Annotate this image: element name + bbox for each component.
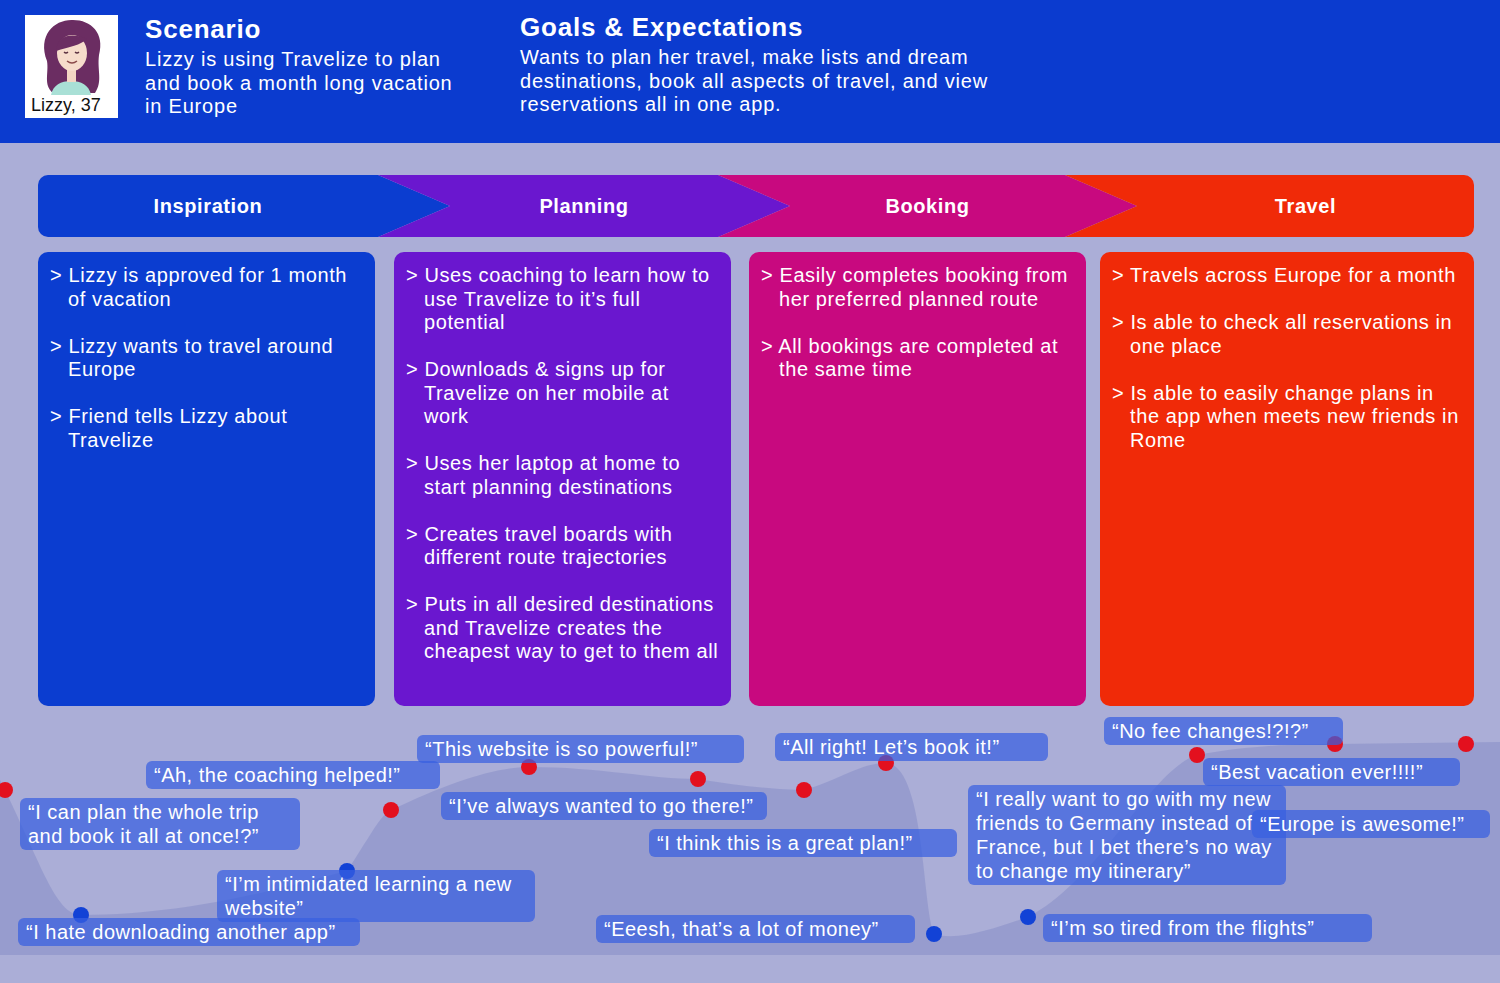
- quote-bubble: “I think this is a great plan!”: [649, 829, 957, 857]
- phase-chevron: Booking: [718, 175, 1137, 237]
- header-text: Lizzy is using Travelize to plan and boo…: [145, 48, 465, 119]
- bullet-text: > Lizzy is approved for 1 month of vacat…: [50, 264, 363, 311]
- bullet-text: > Uses her laptop at home to start plann…: [406, 452, 719, 499]
- bullet-text: > Is able to easily change plans in the …: [1112, 382, 1462, 453]
- chevron-fill: [718, 175, 1137, 237]
- bullet-text: > Easily completes booking from her pref…: [761, 264, 1074, 311]
- header-heading: Scenario: [145, 13, 485, 45]
- positive-dot: [383, 802, 399, 818]
- phase-title: Inspiration: [154, 195, 263, 218]
- phase-detail-box: > Travels across Europe for a month > Is …: [1100, 252, 1474, 706]
- smile: [67, 61, 77, 63]
- bullet-text: > Puts in all desired destinations and T…: [406, 593, 719, 664]
- avatar-illustration: [25, 15, 118, 95]
- bullet-text: > Travels across Europe for a month: [1112, 264, 1462, 288]
- quote-text: “Ah, the coaching helped!”: [154, 763, 432, 787]
- eyes: [64, 52, 79, 53]
- quote-bubble: “I really want to go with my new friends…: [968, 785, 1286, 885]
- phase-detail-box: > Easily completes booking from her pref…: [749, 252, 1086, 706]
- quote-text: “I hate downloading another app”: [26, 920, 352, 944]
- bullet-text: > Is able to check all reservations in o…: [1112, 311, 1462, 358]
- bullet-text: > Downloads & signs up for Travelize on …: [406, 358, 719, 429]
- positive-dot: [796, 782, 812, 798]
- bullet-text: > Creates travel boards with different r…: [406, 523, 719, 570]
- quote-text: “Best vacation ever!!!!”: [1211, 760, 1452, 784]
- bullet-text: > All bookings are completed at the same…: [761, 335, 1074, 382]
- chevron-fill: [1065, 175, 1474, 237]
- quote-bubble: “Best vacation ever!!!!”: [1203, 758, 1460, 786]
- chevron-fill: [38, 175, 450, 237]
- phase-chevron: Inspiration: [38, 175, 450, 237]
- quote-text: “I’m so tired from the flights”: [1051, 916, 1364, 940]
- header-text: Wants to plan her travel, make lists and…: [520, 46, 990, 117]
- quote-bubble: “I’m so tired from the flights”: [1043, 914, 1372, 942]
- quote-bubble: “I’m intimidated learning a new website”: [217, 870, 535, 922]
- emotion-dots: [0, 736, 1474, 942]
- phase-detail-box: > Uses coaching to learn how to use Trav…: [394, 252, 731, 706]
- quote-bubble: “This website is so powerful!”: [417, 735, 744, 763]
- phase-chevron: Planning: [378, 175, 790, 237]
- quote-text: “I’ve always wanted to go there!”: [449, 794, 759, 818]
- quote-text: “This website is so powerful!”: [425, 737, 736, 761]
- quote-text: “All right! Let’s book it!”: [783, 735, 1040, 759]
- quote-bubble: “I hate downloading another app”: [18, 918, 360, 946]
- quote-bubble: “No fee changes!?!?”: [1104, 717, 1343, 745]
- fringe: [56, 35, 87, 51]
- positive-dot: [690, 771, 706, 787]
- quote-bubble: “All right! Let’s book it!”: [775, 733, 1048, 761]
- negative-dot: [926, 926, 942, 942]
- phase-title: Booking: [885, 195, 969, 218]
- quote-text: “I’m intimidated learning a new website”: [225, 872, 527, 920]
- quote-text: “Eeesh, that’s a lot of money”: [604, 917, 907, 941]
- chevron-fill: [378, 175, 790, 237]
- quote-bubble: “I can plan the whole trip and book it a…: [20, 798, 300, 850]
- phase-chevron: Travel: [1065, 175, 1474, 237]
- emotion-curve-area: [0, 742, 1500, 955]
- phase-detail-box: > Lizzy is approved for 1 month of vacat…: [38, 252, 375, 706]
- header-band: [0, 0, 1500, 143]
- phase-title: Planning: [539, 195, 628, 218]
- persona-name: Lizzy, 37: [30, 95, 102, 116]
- quote-text: “No fee changes!?!?”: [1112, 719, 1335, 743]
- quote-bubble: “Europe is awesome!”: [1252, 810, 1490, 838]
- avatar-card: Lizzy, 37: [25, 15, 118, 118]
- quote-text: “I can plan the whole trip and book it a…: [28, 800, 292, 848]
- positive-dot: [0, 782, 13, 798]
- bullet-text: > Uses coaching to learn how to use Trav…: [406, 264, 719, 335]
- header-heading: Goals & Expectations: [520, 11, 980, 43]
- bullet-text: > Lizzy wants to travel around Europe: [50, 335, 363, 382]
- quote-bubble: “I’ve always wanted to go there!”: [441, 792, 767, 820]
- chevron-shape: [1065, 175, 1474, 237]
- bullet-text: > Friend tells Lizzy about Travelize: [50, 405, 363, 452]
- phase-title: Travel: [1275, 195, 1336, 218]
- quote-bubble: “Ah, the coaching helped!”: [146, 761, 440, 789]
- quote-bubble: “Eeesh, that’s a lot of money”: [596, 915, 915, 943]
- negative-dot: [1020, 909, 1036, 925]
- face: [57, 35, 87, 71]
- quote-text: “I think this is a great plan!”: [657, 831, 949, 855]
- quote-text: “I really want to go with my new friends…: [976, 787, 1278, 883]
- quote-text: “Europe is awesome!”: [1260, 812, 1482, 836]
- positive-dot: [1458, 736, 1474, 752]
- shirt: [51, 81, 91, 95]
